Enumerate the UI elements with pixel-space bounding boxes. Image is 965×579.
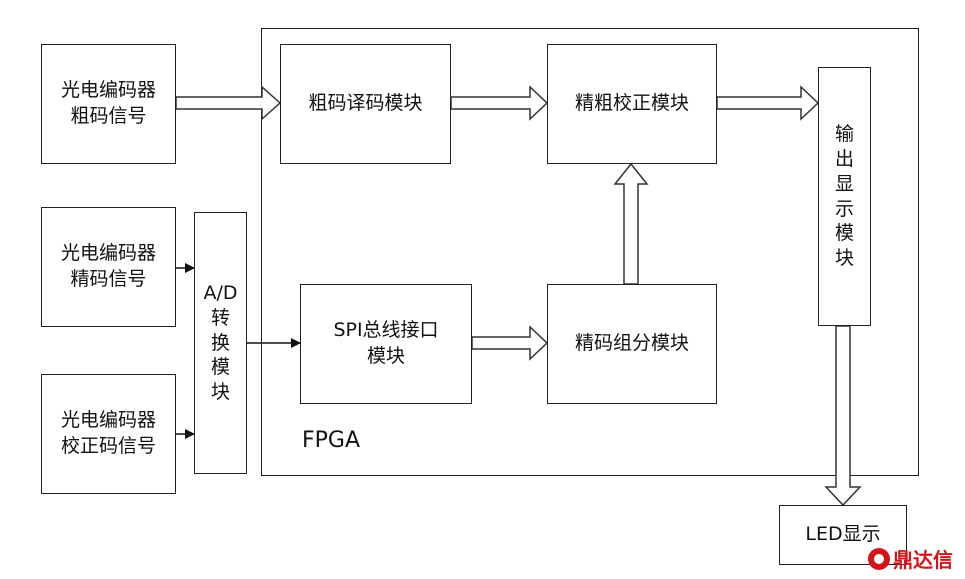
hollow-arrow-output-to-led	[824, 325, 862, 507]
output-line2: 出	[834, 148, 854, 171]
output-line6: 块	[834, 246, 854, 269]
fpga-frame	[261, 28, 919, 476]
spi-box: SPI总线接口 模块	[300, 284, 472, 404]
ad-line2: 转	[210, 306, 230, 329]
fine-signal-line2: 精码信号	[70, 268, 147, 290]
hollow-arrow-decode-to-correction	[450, 85, 549, 121]
hollow-arrow-correction-to-output	[716, 85, 820, 121]
output-line3: 显	[834, 172, 854, 195]
ad-line4: 模	[210, 356, 230, 379]
correction-box: 精粗校正模块	[547, 44, 717, 164]
coarse-decode-box: 粗码译码模块	[280, 44, 451, 164]
calib-signal-box: 光电编码器 校正码信号	[41, 374, 176, 494]
watermark-text: 鼎达信	[893, 548, 953, 572]
output-line4: 示	[834, 197, 854, 220]
ad-line1: A/D	[203, 282, 238, 305]
fine-signal-box: 光电编码器 精码信号	[41, 207, 176, 327]
fine-subdivide-label: 精码组分模块	[574, 332, 689, 355]
spi-line2: 模块	[366, 345, 405, 367]
coarse-signal-box: 光电编码器 粗码信号	[41, 44, 176, 164]
spi-line1: SPI总线接口	[333, 319, 439, 342]
coarse-decode-label: 粗码译码模块	[308, 92, 423, 115]
ad-line5: 块	[210, 381, 230, 404]
watermark-logo: 鼎达信	[868, 544, 953, 573]
hollow-arrow-spi-to-fine	[471, 325, 549, 361]
fpga-label: FPGA	[302, 428, 361, 453]
correction-label: 精粗校正模块	[574, 92, 689, 115]
output-display-box: 输 出 显 示 模 块	[818, 67, 871, 326]
fine-subdivide-box: 精码组分模块	[547, 284, 717, 404]
fine-signal-line1: 光电编码器	[60, 242, 156, 265]
calib-signal-line1: 光电编码器	[60, 409, 156, 432]
calib-signal-line2: 校正码信号	[60, 435, 156, 457]
watermark-icon	[868, 547, 890, 570]
output-line1: 输	[834, 123, 854, 146]
ad-converter-box: A/D 转 换 模 块	[194, 212, 247, 474]
output-line5: 模	[834, 222, 854, 245]
led-label: LED显示	[805, 523, 881, 546]
hollow-arrow-fine-to-correction	[613, 162, 649, 285]
hollow-arrow-coarse-in	[175, 85, 282, 121]
ad-line3: 换	[210, 331, 230, 354]
coarse-signal-line2: 粗码信号	[70, 105, 147, 127]
coarse-signal-line1: 光电编码器	[60, 79, 156, 102]
